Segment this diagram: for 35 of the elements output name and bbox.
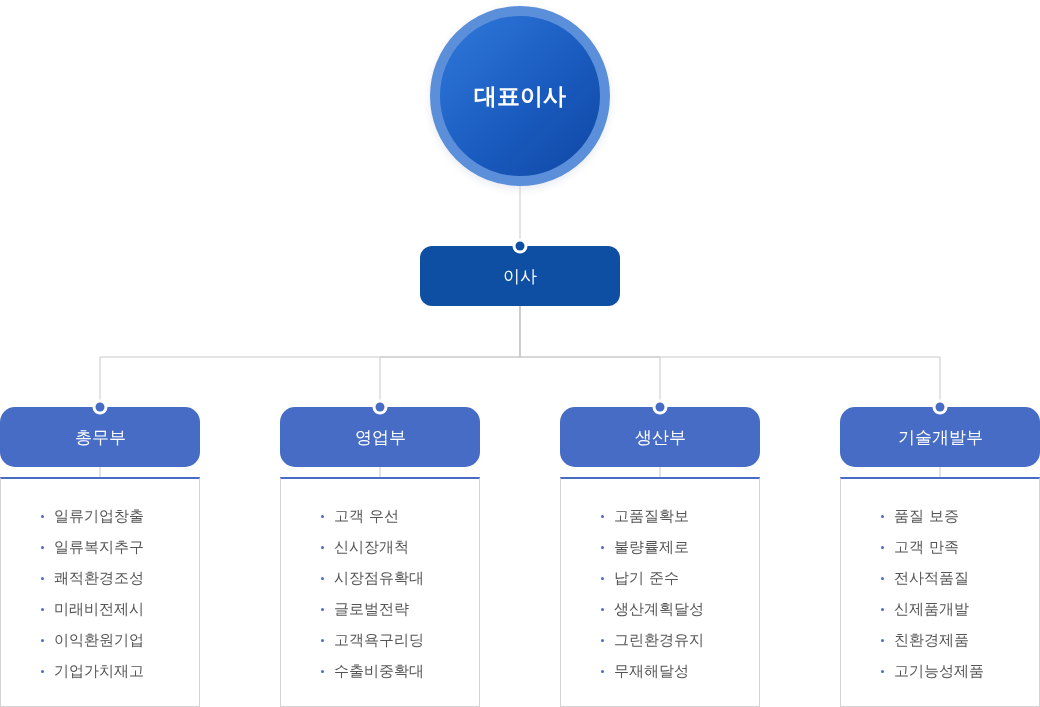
list-item: 그린환경유지 bbox=[614, 630, 704, 650]
list-item: 전사적품질 bbox=[894, 568, 969, 588]
list-item: 품질 보증 bbox=[894, 506, 959, 526]
list-panel bbox=[280, 477, 480, 707]
department-box: 총무부 bbox=[0, 407, 200, 467]
list-item: 시장점유확대 bbox=[334, 568, 424, 588]
circle-node: 대표이사 bbox=[430, 6, 610, 186]
list-item: 납기 준수 bbox=[614, 568, 679, 588]
department-box: 기술개발부 bbox=[840, 407, 1040, 467]
department-box: 생산부 bbox=[560, 407, 760, 467]
list-item: 이익환원기업 bbox=[54, 630, 144, 650]
list-item: 쾌적환경조성 bbox=[54, 568, 144, 588]
list-item: 고객 만족 bbox=[894, 537, 959, 557]
list-item: 글로벌전략 bbox=[334, 599, 409, 619]
list-panel bbox=[0, 477, 200, 707]
list-item: 고기능성제품 bbox=[894, 661, 984, 681]
list-item: 미래비전제시 bbox=[54, 599, 144, 619]
list-item: 친환경제품 bbox=[894, 630, 969, 650]
list-item: 고객욕구리딩 bbox=[334, 630, 424, 650]
list-item: 일류복지추구 bbox=[54, 537, 144, 557]
list-item: 신제품개발 bbox=[894, 599, 969, 619]
department-box: 영업부 bbox=[280, 407, 480, 467]
list-item: 고객 우선 bbox=[334, 506, 399, 526]
list-item: 고품질확보 bbox=[614, 506, 689, 526]
list-item: 기업가치재고 bbox=[54, 661, 144, 681]
list-panel bbox=[840, 477, 1040, 707]
list-item: 불량률제로 bbox=[614, 537, 689, 557]
list-item: 수출비중확대 bbox=[334, 661, 424, 681]
list-item: 무재해달성 bbox=[614, 661, 689, 681]
list-panel bbox=[560, 477, 760, 707]
list-item: 일류기업창출 bbox=[54, 506, 144, 526]
list-item: 생산계획달성 bbox=[614, 599, 704, 619]
position-box: 이사 bbox=[420, 246, 620, 306]
list-item: 신시장개척 bbox=[334, 537, 409, 557]
connector-line bbox=[512, 185, 528, 254]
